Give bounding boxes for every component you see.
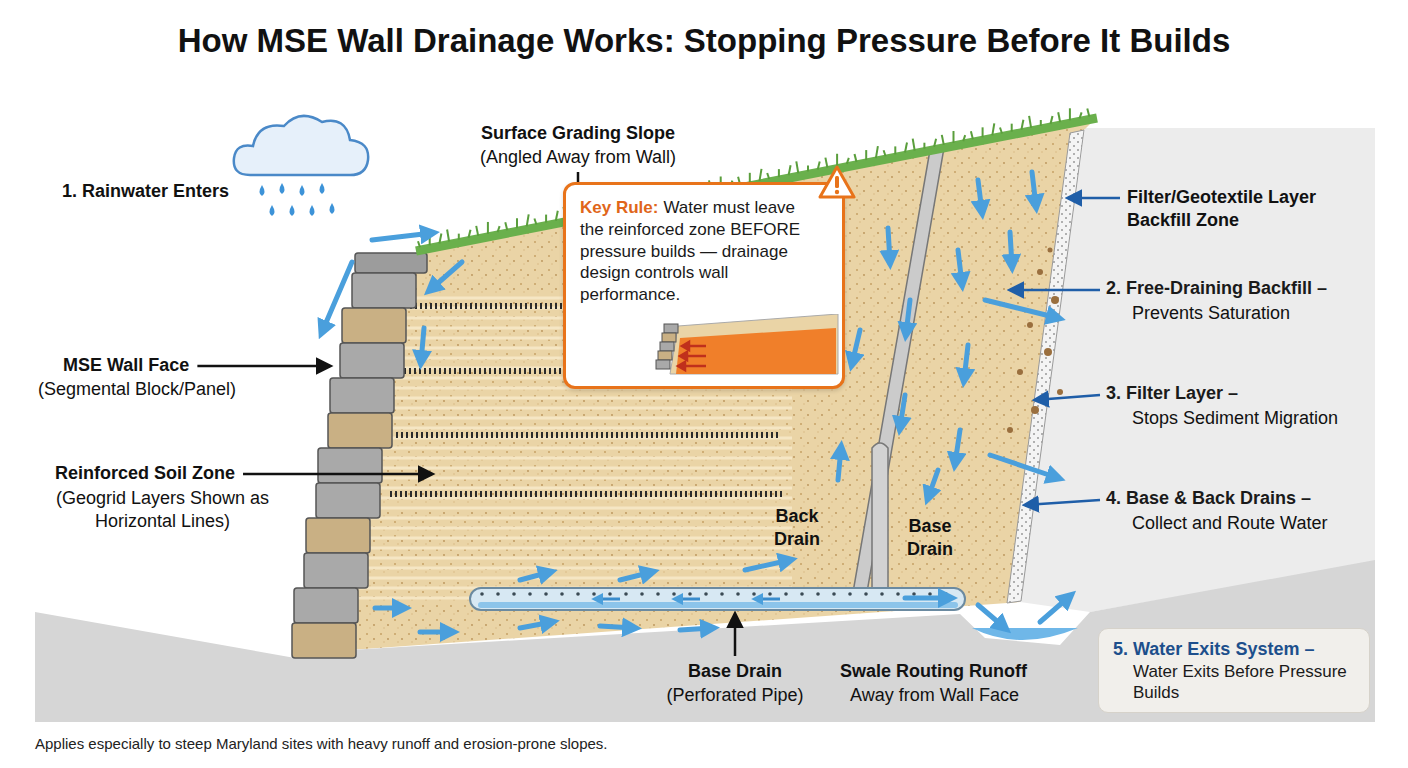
label: (Perforated Pipe) xyxy=(630,684,840,707)
label: (Geogrid Layers Shown as Horizontal Line… xyxy=(40,487,285,532)
label: Swale Routing Runoff xyxy=(840,660,1027,683)
label: 1. Rainwater Enters xyxy=(62,180,229,203)
label: MSE Wall Face xyxy=(63,354,189,377)
label: Backfill Zone xyxy=(1127,209,1239,232)
label: Back Drain xyxy=(764,505,830,550)
label: (Segmental Block/Panel) xyxy=(38,378,236,401)
caption: Applies especially to steep Maryland sit… xyxy=(35,735,608,752)
label: Away from Wall Face xyxy=(850,684,1019,707)
key-rule-callout: Key Rule:Water must leave the reinforced… xyxy=(563,182,845,389)
label: Surface Grading Slope xyxy=(458,122,698,145)
callout-heading: 5. Water Exits System – xyxy=(1113,638,1357,661)
exit-callout: 5. Water Exits System –Water Exits Befor… xyxy=(1098,628,1370,713)
label: Reinforced Soil Zone xyxy=(55,462,235,485)
label: Collect and Route Water xyxy=(1132,512,1327,535)
warning-icon xyxy=(818,165,856,199)
callout-heading: Key Rule: xyxy=(580,198,658,217)
label: Base Drain xyxy=(665,660,805,683)
diagram-title: How MSE Wall Drainage Works: Stopping Pr… xyxy=(0,22,1408,60)
pressure-inset xyxy=(650,314,840,376)
label: Filter/Geotextile Layer xyxy=(1127,186,1316,209)
label: 3. Filter Layer – xyxy=(1106,382,1238,405)
label: Stops Sediment Migration xyxy=(1132,407,1338,430)
label: 2. Free-Draining Backfill – xyxy=(1106,277,1327,300)
callout-text-block: Key Rule:Water must leave the reinforced… xyxy=(580,197,812,306)
label: (Angled Away from Wall) xyxy=(458,146,698,169)
label: 4. Base & Back Drains – xyxy=(1106,487,1311,510)
label: Prevents Saturation xyxy=(1132,302,1290,325)
label: Base Drain xyxy=(898,515,962,560)
callout-body: Water Exits Before Pressure Builds xyxy=(1113,661,1357,704)
